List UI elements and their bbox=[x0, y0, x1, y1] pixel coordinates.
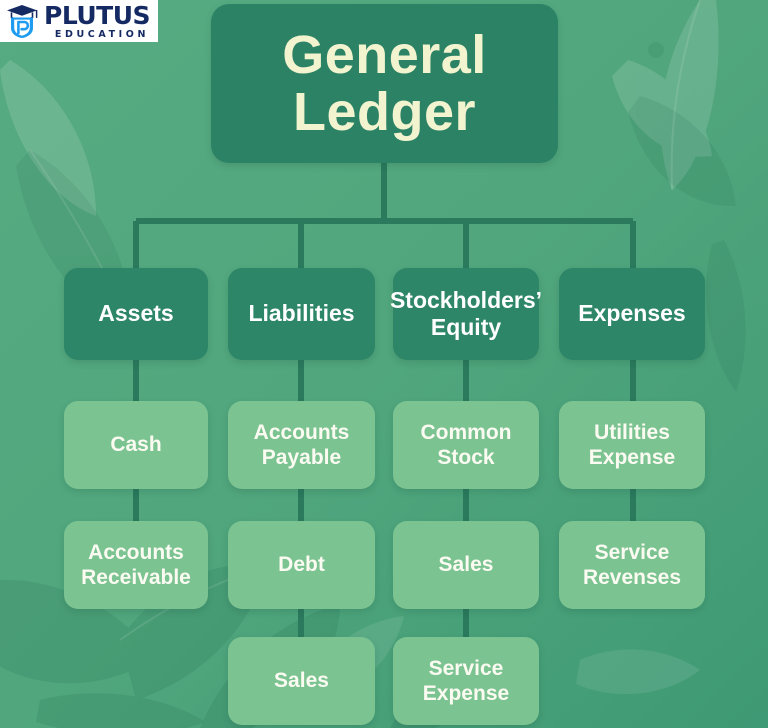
node-utilities-expense[interactable]: Utilities Expense bbox=[559, 401, 705, 489]
node-service-revenses-label: Service Revenses bbox=[582, 540, 682, 589]
node-service-expense-label: Service Expense bbox=[422, 656, 510, 705]
node-utilities-expense-label: Utilities Expense bbox=[588, 420, 676, 469]
node-cash[interactable]: Cash bbox=[64, 401, 208, 489]
node-sales-equity[interactable]: Sales bbox=[393, 521, 539, 609]
node-debt[interactable]: Debt bbox=[228, 521, 375, 609]
node-stockholders-equity[interactable]: Stockholders’ Equity bbox=[389, 268, 543, 360]
node-accounts-receivable[interactable]: Accounts Receivable bbox=[64, 521, 208, 609]
node-accounts-payable[interactable]: Accounts Payable bbox=[228, 401, 375, 489]
node-assets-label: Assets bbox=[98, 300, 174, 327]
node-stockholders-equity-label: Stockholders’ Equity bbox=[389, 286, 543, 340]
node-expenses-label: Expenses bbox=[578, 300, 686, 327]
node-common-stock-label: Common Stock bbox=[420, 420, 512, 469]
node-service-revenses[interactable]: Service Revenses bbox=[559, 521, 705, 609]
node-debt-label: Debt bbox=[278, 553, 325, 577]
node-assets[interactable]: Assets bbox=[64, 268, 208, 360]
node-sales-liabilities-label: Sales bbox=[274, 669, 329, 693]
node-expenses[interactable]: Expenses bbox=[559, 268, 705, 360]
node-liabilities[interactable]: Liabilities bbox=[228, 268, 375, 360]
node-general-ledger[interactable]: General Ledger bbox=[211, 4, 558, 163]
brand-logo: PLUTUS EDUCATION bbox=[0, 0, 158, 42]
node-accounts-receivable-label: Accounts Receivable bbox=[81, 540, 191, 589]
node-service-expense[interactable]: Service Expense bbox=[393, 637, 539, 725]
node-common-stock[interactable]: Common Stock bbox=[393, 401, 539, 489]
node-accounts-payable-label: Accounts Payable bbox=[253, 420, 350, 469]
logo-secondary-text: EDUCATION bbox=[54, 28, 150, 40]
graduation-cap-shield-icon bbox=[7, 5, 38, 38]
node-liabilities-label: Liabilities bbox=[248, 300, 355, 327]
node-sales-equity-label: Sales bbox=[438, 553, 494, 577]
node-general-ledger-label: General Ledger bbox=[282, 25, 487, 142]
node-sales-liabilities[interactable]: Sales bbox=[228, 637, 375, 725]
logo-primary-text: PLUTUS bbox=[44, 0, 151, 30]
node-cash-label: Cash bbox=[110, 433, 162, 457]
